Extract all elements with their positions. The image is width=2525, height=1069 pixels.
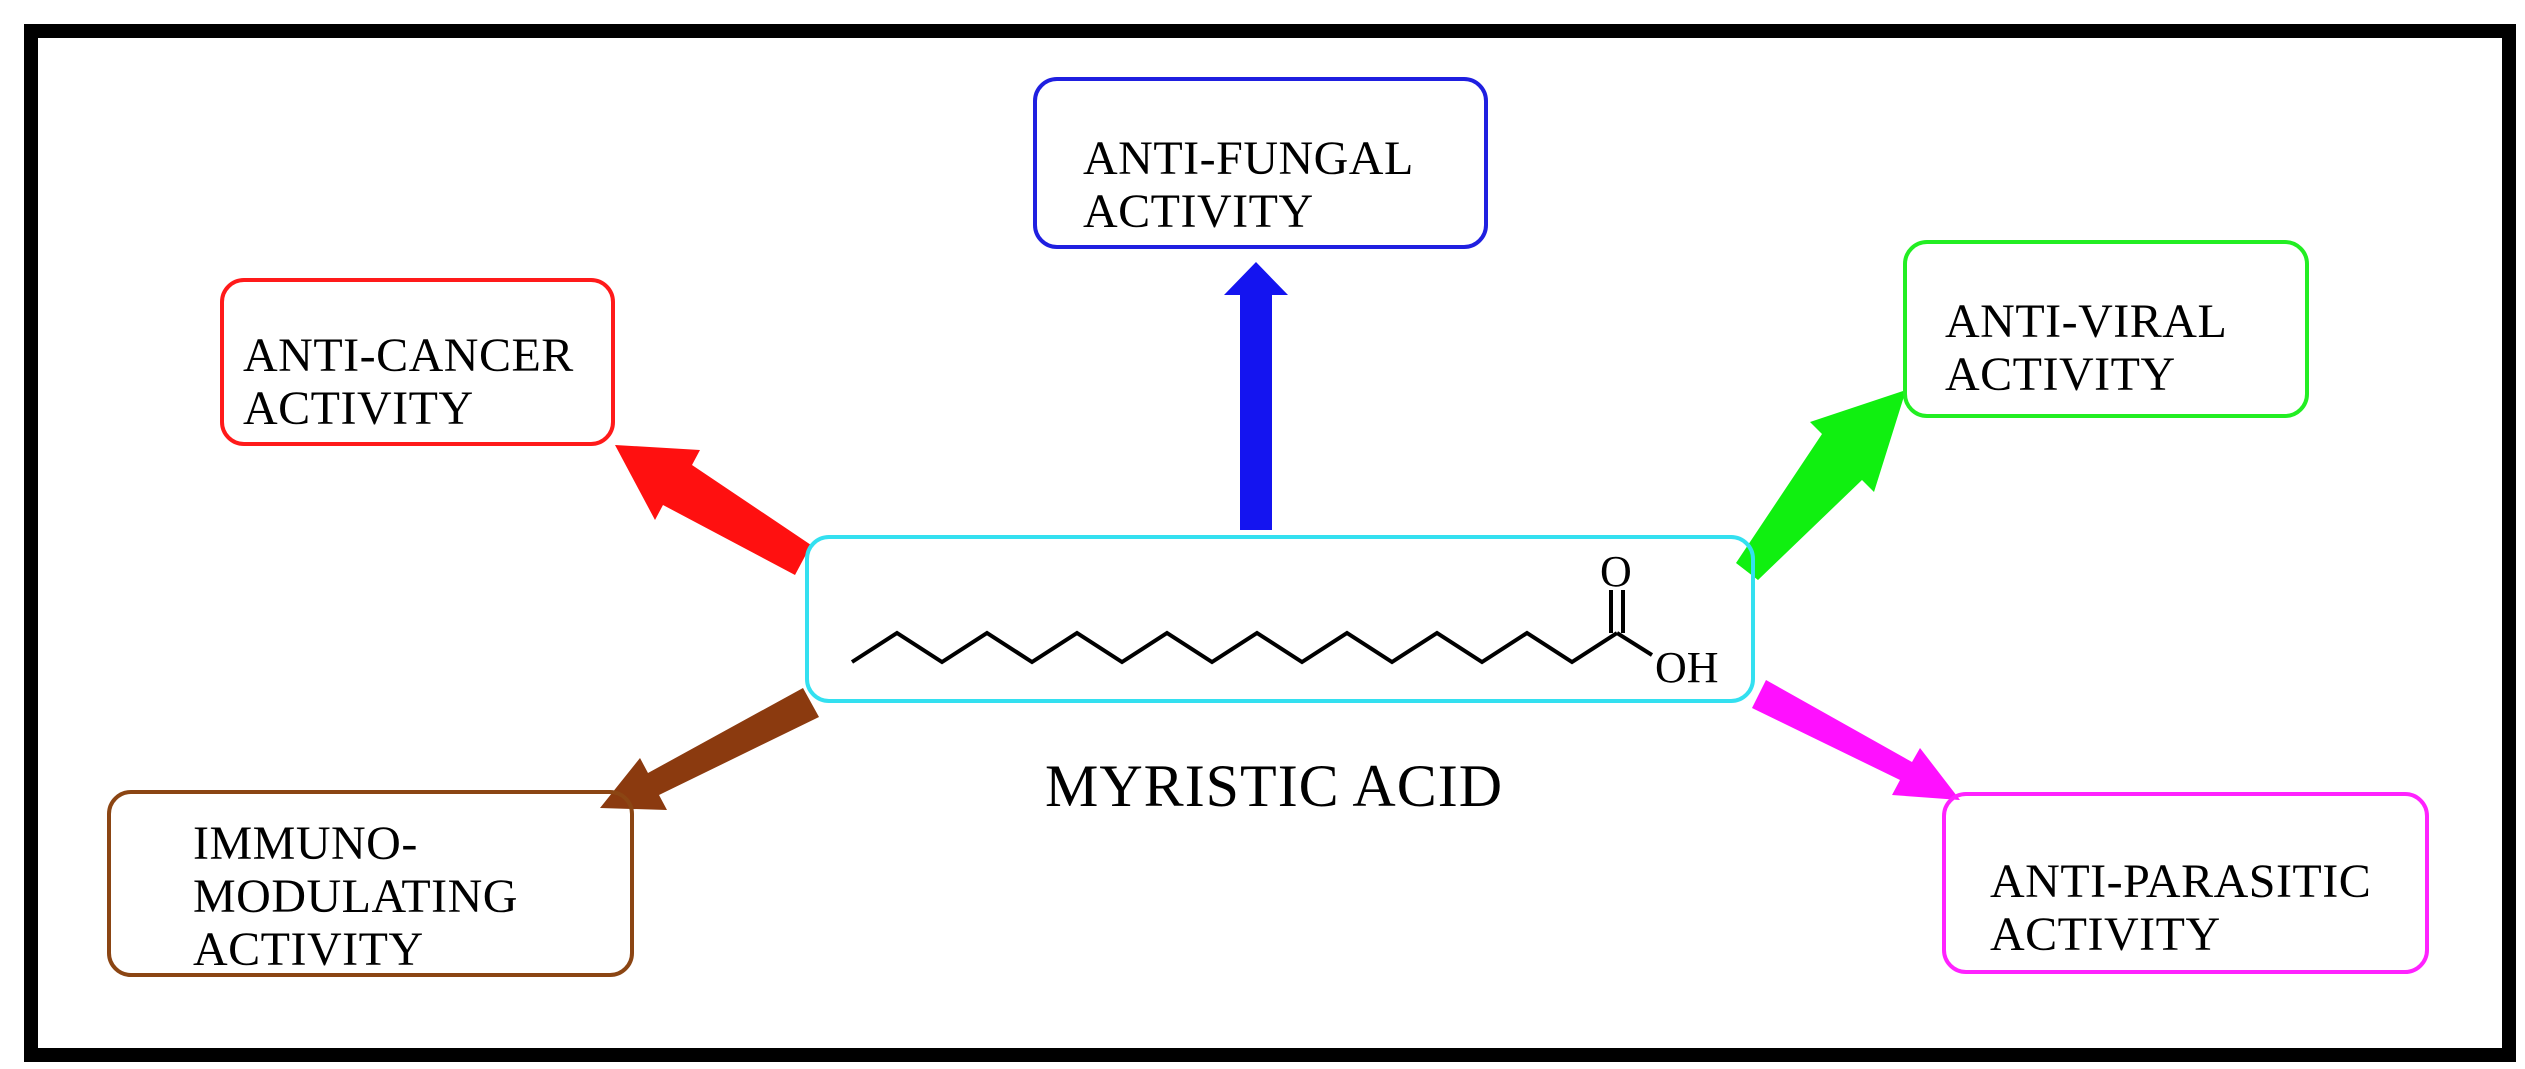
arrow-to-anti-cancer <box>615 445 811 575</box>
immunomodulating-box <box>107 790 634 977</box>
anti-parasitic-box <box>1942 792 2429 974</box>
arrow-to-anti-fungal <box>1224 262 1288 530</box>
anti-parasitic-label: ANTI-PARASITIC ACTIVITY <box>1990 855 2372 961</box>
hydroxyl-label: OH <box>1655 643 1719 692</box>
molecule-box <box>805 535 1755 703</box>
anti-viral-box <box>1903 240 2309 418</box>
arrow-to-anti-viral <box>1736 390 1906 580</box>
molecule-name: MYRISTIC ACID <box>1045 753 1504 819</box>
immunomodulating-label: IMMUNO- MODULATING ACTIVITY <box>193 817 518 976</box>
anti-cancer-box <box>220 278 615 446</box>
anti-fungal-label: ANTI-FUNGAL ACTIVITY <box>1083 132 1414 238</box>
carbonyl-oxygen-label: O <box>1600 547 1632 596</box>
arrow-to-anti-parasitic <box>1752 680 1960 800</box>
carbon-chain <box>850 630 1619 665</box>
anti-fungal-box <box>1033 77 1488 249</box>
hydroxyl-bond <box>1615 631 1654 657</box>
arrow-to-immunomodulating <box>600 688 819 810</box>
anti-cancer-label: ANTI-CANCER ACTIVITY <box>243 329 574 435</box>
anti-viral-label: ANTI-VIRAL ACTIVITY <box>1945 295 2228 401</box>
outer-frame <box>24 24 2516 1062</box>
